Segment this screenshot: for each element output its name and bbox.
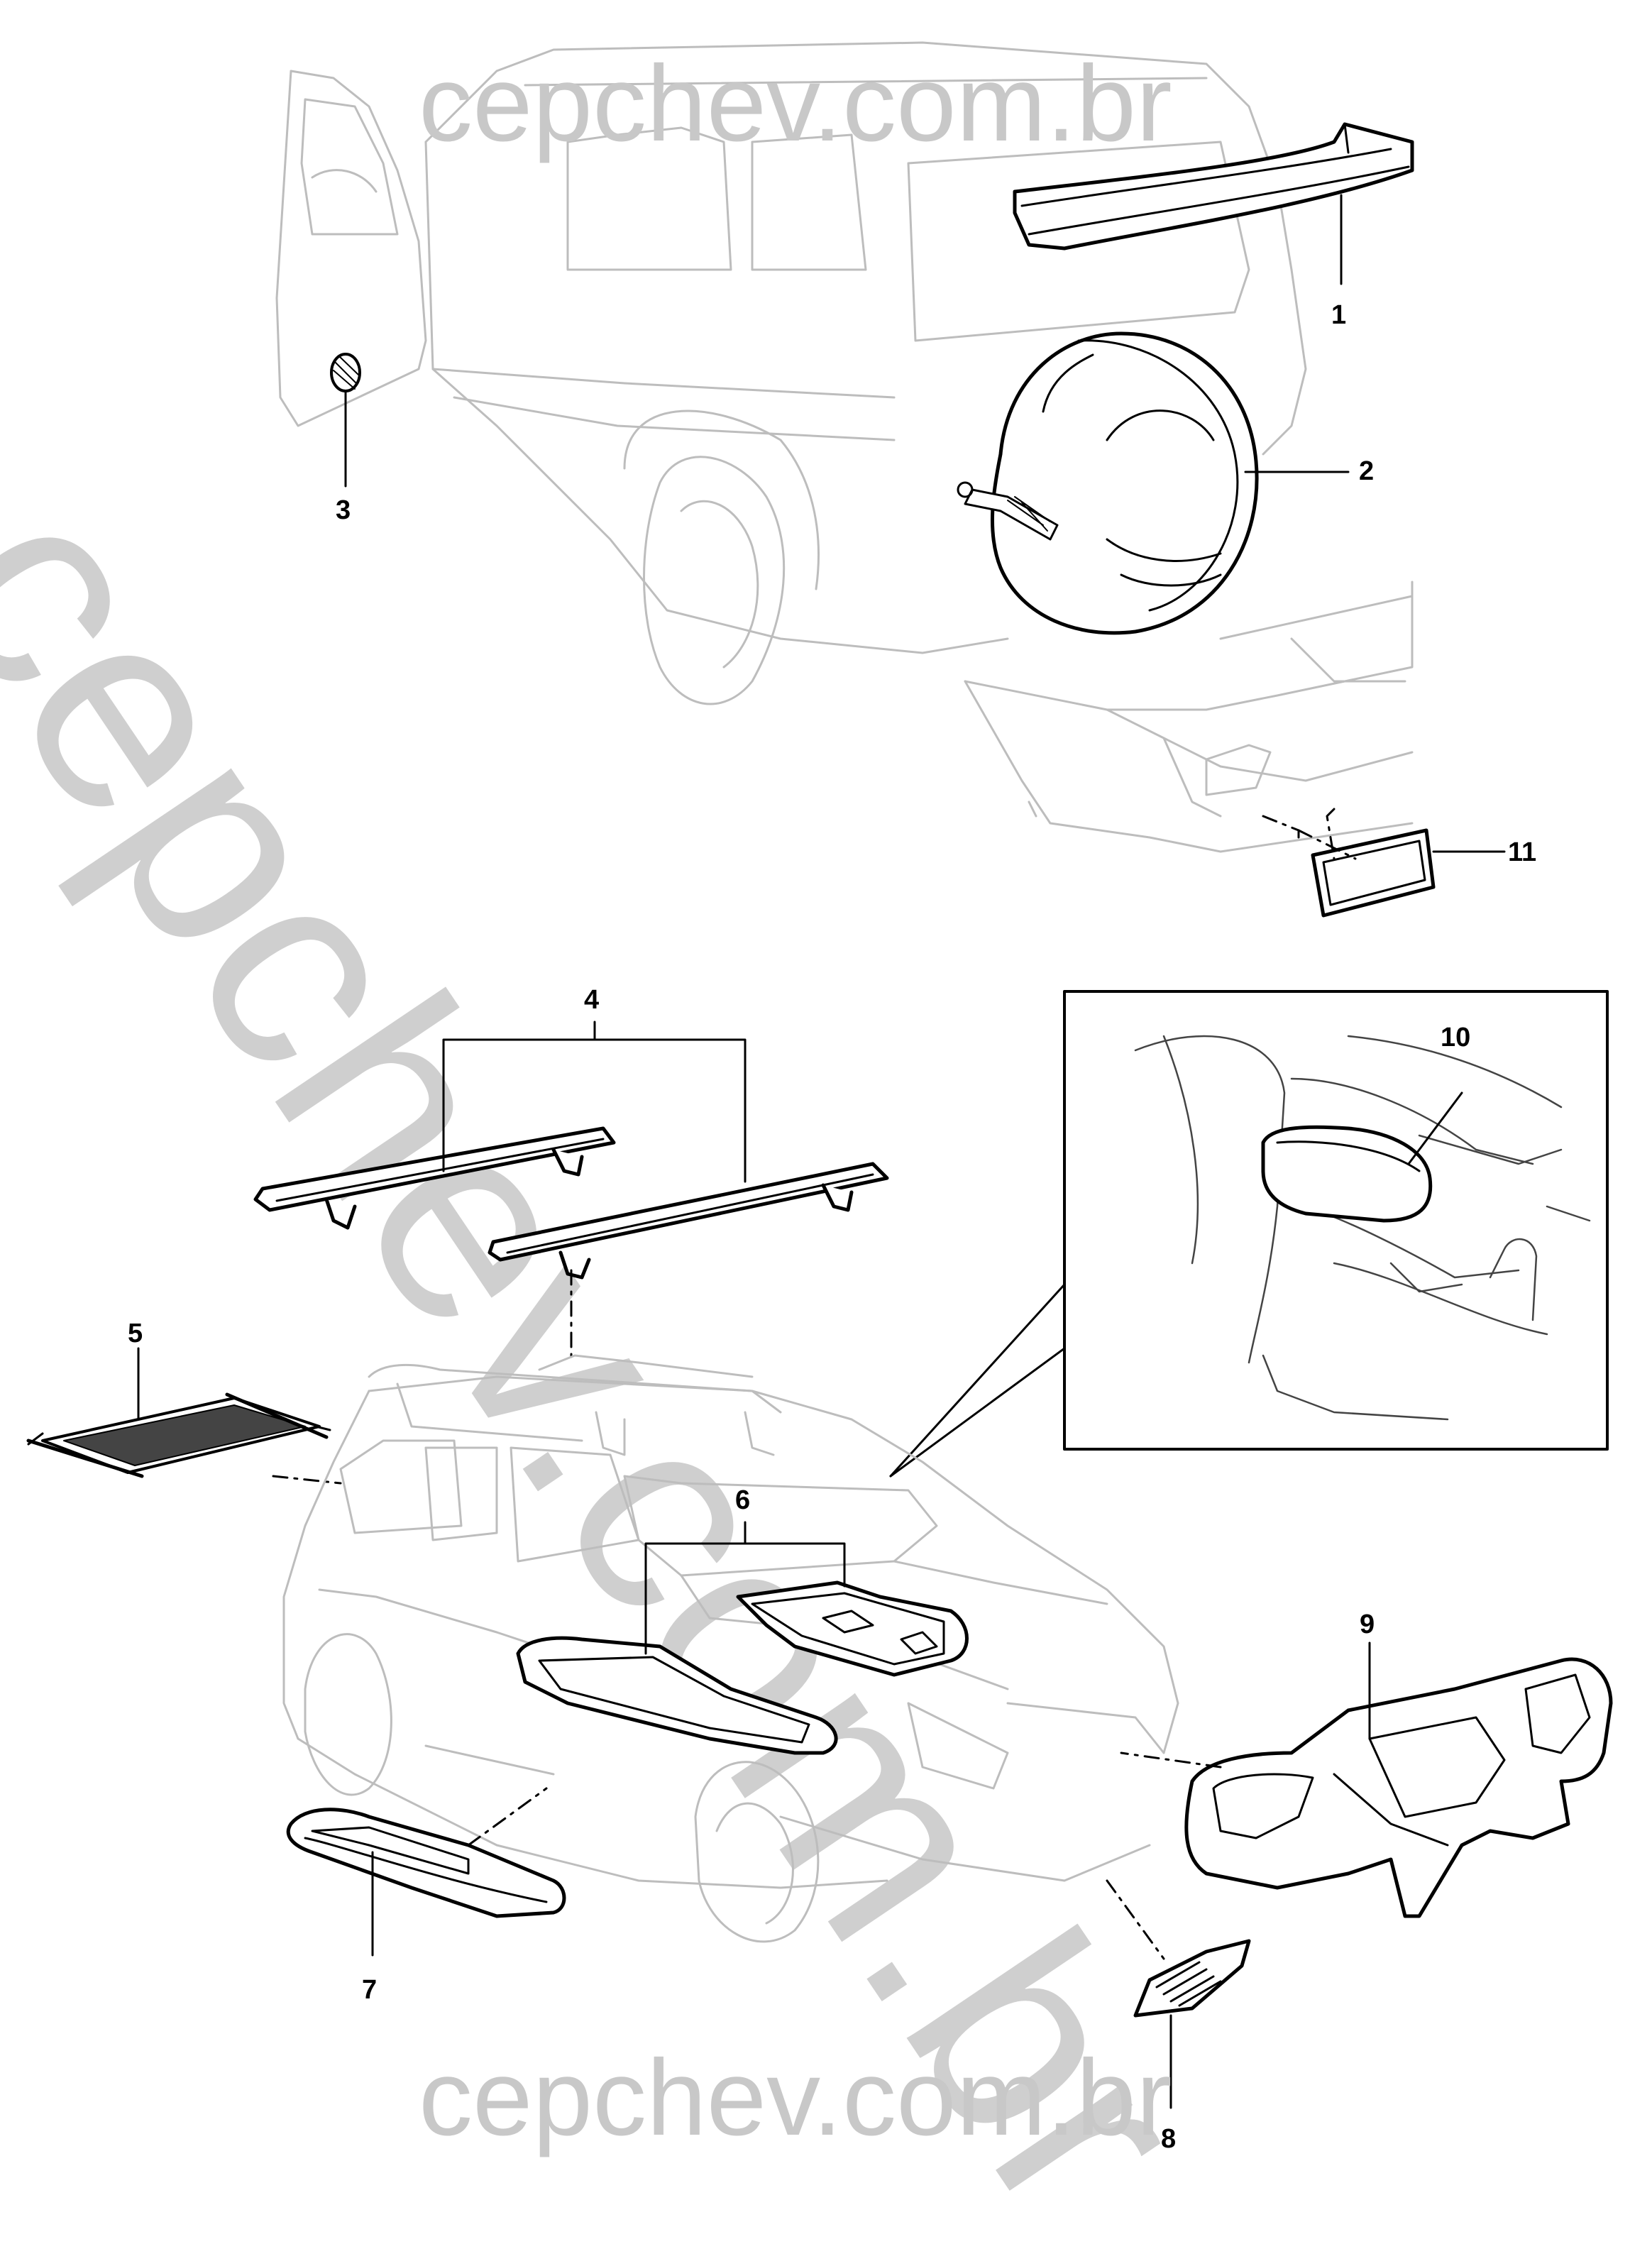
callout-7: 7 bbox=[362, 1975, 378, 2005]
leader-bracket-4 bbox=[442, 1021, 747, 1364]
part-8-grille bbox=[1133, 1939, 1251, 2018]
part-10-armrest bbox=[1261, 1125, 1433, 1223]
leader-bracket-6 bbox=[644, 1521, 846, 1655]
part-1-rear-spoiler bbox=[1013, 122, 1414, 251]
callout-2: 2 bbox=[1359, 456, 1375, 486]
callout-5: 5 bbox=[128, 1319, 143, 1348]
leader-lines-8 bbox=[1106, 1879, 1172, 2109]
callout-10: 10 bbox=[1441, 1023, 1471, 1052]
rear-vehicle-outline bbox=[275, 41, 1414, 853]
callout-9: 9 bbox=[1360, 1610, 1375, 1639]
part-11-lamp-lens bbox=[1311, 828, 1436, 918]
part-4-roof-rack-bars bbox=[253, 1126, 889, 1280]
part-7-side-trim bbox=[286, 1808, 566, 1918]
part-5-cargo-net bbox=[26, 1392, 331, 1478]
callout-8: 8 bbox=[1161, 2124, 1177, 2154]
accessories-diagram bbox=[26, 41, 1613, 2109]
watermark-bottom: cepchev.com.br bbox=[419, 2037, 1172, 2158]
callout-6: 6 bbox=[735, 1485, 751, 1515]
leader-lines-9 bbox=[1120, 1641, 1371, 1769]
callout-4: 4 bbox=[584, 985, 600, 1015]
inset-pointer-lines bbox=[889, 1283, 1066, 1478]
watermark-top: cepchev.com.br bbox=[419, 43, 1172, 164]
callout-3: 3 bbox=[336, 495, 351, 525]
part-2-spare-tire-cover bbox=[957, 331, 1259, 635]
callout-11: 11 bbox=[1508, 837, 1537, 867]
leader-line-10 bbox=[1407, 1091, 1463, 1165]
part-9-front-frame bbox=[1184, 1657, 1613, 1918]
part-6-floor-mats bbox=[516, 1580, 969, 1755]
leader-lines-7 bbox=[371, 1787, 548, 1957]
part-3-cap bbox=[330, 353, 361, 392]
leader-lines-5 bbox=[137, 1347, 342, 1485]
callout-1: 1 bbox=[1331, 300, 1347, 330]
leader-lines-11 bbox=[1262, 808, 1506, 860]
interior-inset bbox=[1063, 990, 1609, 1451]
